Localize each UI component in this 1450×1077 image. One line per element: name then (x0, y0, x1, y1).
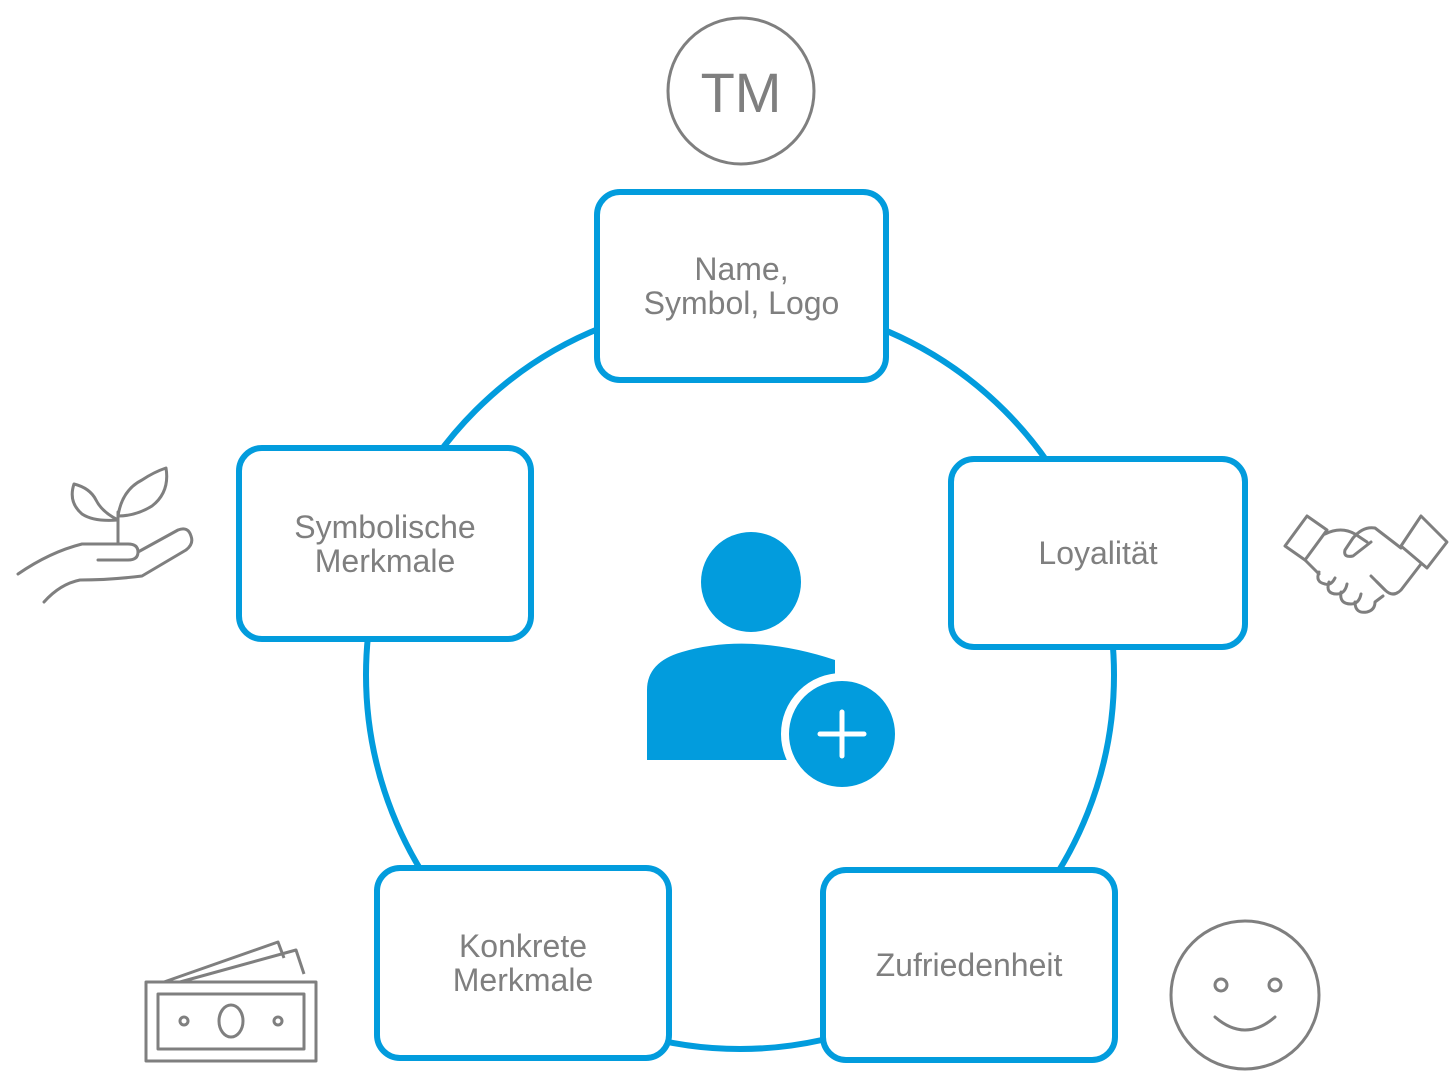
node-zufriedenheit-label: Zufriedenheit (875, 947, 1063, 983)
node-symbolische-merkmale-line2: Merkmale (314, 542, 456, 579)
trademark-icon: TM (666, 16, 816, 166)
node-konkrete-merkmale: Konkrete Merkmale (374, 865, 672, 1061)
trademark-icon-text: TM (701, 61, 782, 124)
node-loyalitaet: Loyalität (948, 456, 1248, 650)
node-name-symbol-logo: Name, Symbol, Logo (594, 189, 889, 383)
user-plus-icon (647, 532, 903, 795)
node-symbolische-merkmale-line1: Symbolische (294, 508, 476, 545)
node-loyalitaet-label: Loyalität (1038, 535, 1158, 571)
node-name-symbol-logo-line2: Symbol, Logo (643, 285, 840, 321)
hand-plant-icon (16, 466, 194, 604)
money-icon (144, 940, 318, 1063)
node-symbolische-merkmale: Symbolische Merkmale (236, 445, 534, 642)
handshake-icon (1283, 514, 1449, 614)
node-konkrete-merkmale-line1: Konkrete (458, 928, 588, 964)
smiley-icon (1169, 919, 1321, 1071)
node-name-symbol-logo-line1: Name, (694, 251, 789, 287)
node-konkrete-merkmale-line2: Merkmale (452, 962, 594, 998)
node-zufriedenheit: Zufriedenheit (820, 867, 1118, 1063)
